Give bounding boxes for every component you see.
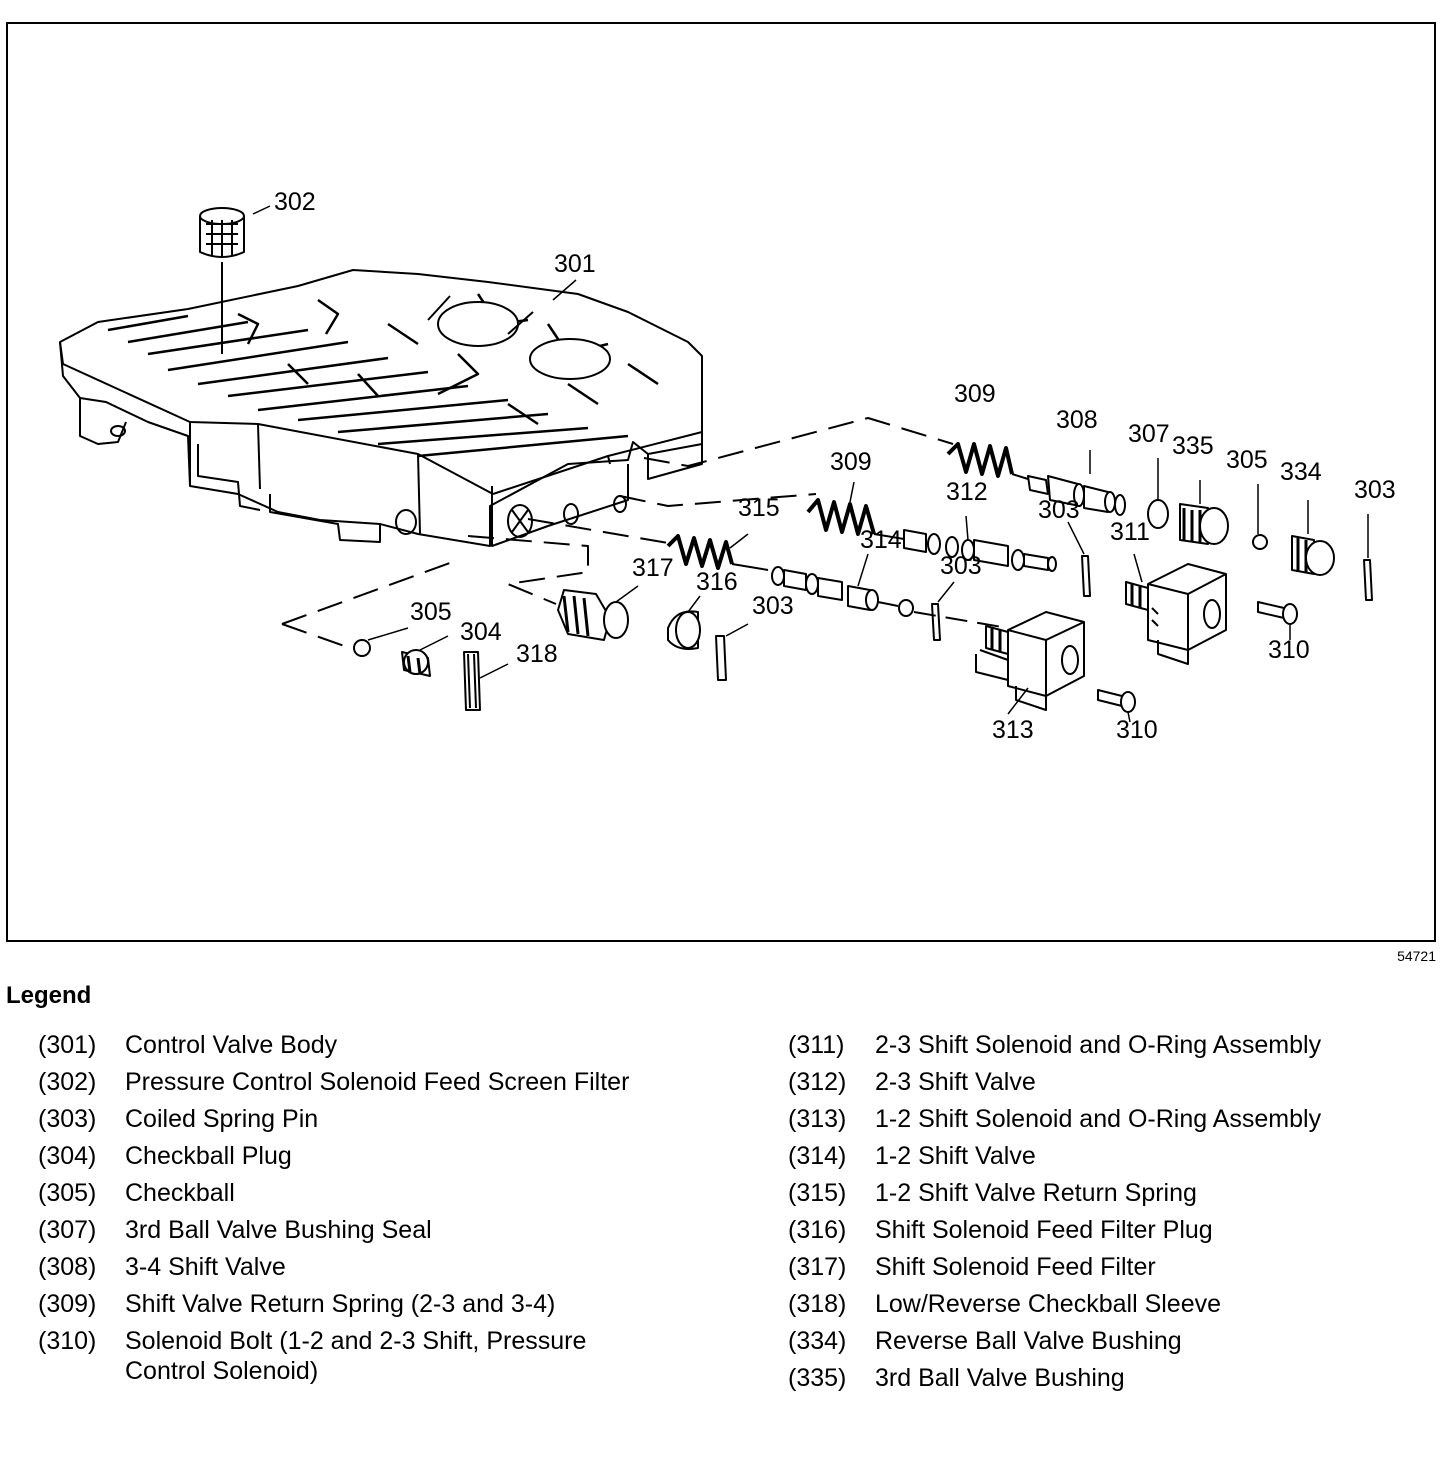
lower-valve-train (666, 534, 1136, 713)
callout-303-middle: 303 (1038, 496, 1080, 524)
callout-318: 318 (516, 640, 558, 668)
legend-item: (307) 3rd Ball Valve Bushing Seal (38, 1215, 718, 1245)
legend-number: (312) (788, 1068, 847, 1096)
legend-description: Checkball Plug (125, 1142, 292, 1170)
legend-number: (308) (38, 1253, 97, 1281)
legend-number: (315) (788, 1179, 847, 1207)
legend-description: 3-4 Shift Valve (125, 1253, 286, 1281)
legend-description: 2-3 Shift Solenoid and O-Ring Assembly (875, 1031, 1322, 1059)
callout-309-upper: 309 (954, 380, 996, 408)
callout-310-lower: 310 (1116, 716, 1158, 744)
legend-description: Shift Solenoid Feed Filter Plug (875, 1216, 1213, 1244)
callout-335: 335 (1172, 432, 1214, 460)
legend-number: (316) (788, 1216, 847, 1244)
legend-description: 1-2 Shift Valve Return Spring (875, 1179, 1197, 1207)
legend-item: (311) 2-3 Shift Solenoid and O-Ring Assem… (788, 1030, 1438, 1060)
legend-number: (314) (788, 1142, 847, 1170)
legend-description: Shift Solenoid Feed Filter (875, 1253, 1156, 1281)
legend-item: (315) 1-2 Shift Valve Return Spring (788, 1178, 1438, 1208)
callout-315: 315 (738, 494, 780, 522)
legend-description: Checkball (125, 1179, 235, 1207)
figure-id: 54721 (1397, 948, 1436, 964)
callout-305-left: 305 (410, 598, 452, 626)
callout-311: 311 (1110, 518, 1150, 546)
upper-valve-train (946, 442, 1373, 601)
legend-item: (309) Shift Valve Return Spring (2-3 and … (38, 1289, 718, 1319)
callout-307: 307 (1128, 420, 1170, 448)
callout-304: 304 (460, 618, 502, 646)
legend-item: (313) 1-2 Shift Solenoid and O-Ring Assem… (788, 1104, 1438, 1134)
legend-item: (317) Shift Solenoid Feed Filter (788, 1252, 1438, 1282)
legend-number: (335) (788, 1364, 847, 1392)
callout-302: 302 (274, 188, 316, 216)
callout-309-middle: 309 (830, 448, 872, 476)
legend-item: (308) 3-4 Shift Valve (38, 1252, 718, 1282)
callout-303-left: 303 (752, 592, 794, 620)
legend-item: (318) Low/Reverse Checkball Sleeve (788, 1289, 1438, 1319)
callout-305-upper: 305 (1226, 446, 1268, 474)
callout-317: 317 (632, 554, 674, 582)
legend-description: 1-2 Shift Solenoid and O-Ring Assembly (875, 1105, 1322, 1133)
legend-number: (305) (38, 1179, 97, 1207)
legend-item: (335) 3rd Ball Valve Bushing (788, 1363, 1438, 1393)
legend-item: (303) Coiled Spring Pin (38, 1104, 718, 1134)
legend-number: (334) (788, 1327, 847, 1355)
legend-item: (314) 1-2 Shift Valve (788, 1141, 1438, 1171)
legend-number: (318) (788, 1290, 847, 1318)
legend-number: (304) (38, 1142, 97, 1170)
legend-description: Shift Valve Return Spring (2-3 and 3-4) (125, 1290, 556, 1318)
legend-number: (301) (38, 1031, 97, 1059)
legend-number: (302) (38, 1068, 97, 1096)
callout-334: 334 (1280, 458, 1322, 486)
legend-title: Legend (6, 982, 92, 1009)
callout-labels: 302 301 309 308 307 335 305 334 303 309 … (274, 188, 1396, 744)
legend-item: (305) Checkball (38, 1178, 718, 1208)
callout-313: 313 (992, 716, 1034, 744)
callout-312: 312 (946, 478, 988, 506)
legend-item: (334) Reverse Ball Valve Bushing (788, 1326, 1438, 1356)
legend-number: (311) (788, 1031, 845, 1059)
legend-number: (309) (38, 1290, 97, 1318)
middle-valve-train (806, 498, 1298, 665)
legend-item: (301) Control Valve Body (38, 1030, 718, 1060)
legend-right-column: (311) 2-3 Shift Solenoid and O-Ring Assem… (788, 1030, 1438, 1400)
legend-description: 3rd Ball Valve Bushing (875, 1364, 1125, 1392)
legend-description: 2-3 Shift Valve (875, 1068, 1036, 1096)
filter-assembly (353, 589, 727, 711)
legend-item: (304) Checkball Plug (38, 1141, 718, 1171)
legend-description: Pressure Control Solenoid Feed Screen Fi… (125, 1068, 630, 1096)
solenoid-313 (975, 611, 1085, 711)
legend-item: (312) 2-3 Shift Valve (788, 1067, 1438, 1097)
callout-314: 314 (860, 526, 902, 554)
legend-description: Low/Reverse Checkball Sleeve (875, 1290, 1222, 1318)
legend-left-column: (301) Control Valve Body (302) Pressure Co… (38, 1030, 718, 1393)
callout-316: 316 (696, 568, 738, 596)
legend-item: (316) Shift Solenoid Feed Filter Plug (788, 1215, 1438, 1245)
legend-number: (303) (38, 1105, 97, 1133)
legend-number: (310) (38, 1327, 97, 1355)
legend-item: (310) Solenoid Bolt (1-2 and 2-3 Shift, P… (38, 1326, 718, 1386)
legend-description: Reverse Ball Valve Bushing (875, 1327, 1182, 1355)
legend-description: Coiled Spring Pin (125, 1105, 319, 1133)
callout-303-lower: 303 (940, 552, 982, 580)
legend-item: (302) Pressure Control Solenoid Feed Scre… (38, 1067, 718, 1097)
callout-leaders (252, 205, 1369, 723)
legend-number: (313) (788, 1105, 847, 1133)
solenoid-311 (1125, 563, 1227, 665)
callout-308: 308 (1056, 406, 1098, 434)
legend-description: Control Valve Body (125, 1031, 338, 1059)
alignment-lines (281, 417, 954, 650)
diagram-drawing: 302 301 309 308 307 335 305 334 303 309 … (59, 188, 1396, 744)
callout-301: 301 (554, 250, 596, 278)
legend-description: 3rd Ball Valve Bushing Seal (125, 1216, 432, 1244)
callout-310-right: 310 (1268, 636, 1310, 664)
control-valve-body (59, 269, 703, 547)
legend-description: Solenoid Bolt (1-2 and 2-3 Shift, Pressu… (125, 1327, 587, 1385)
callout-303-right: 303 (1354, 476, 1396, 504)
feed-screen-filter (199, 207, 245, 354)
legend-number: (307) (38, 1216, 97, 1244)
legend-number: (317) (788, 1253, 847, 1281)
legend-description: 1-2 Shift Valve (875, 1142, 1036, 1170)
exploded-diagram: 302 301 309 308 307 335 305 334 303 309 … (6, 22, 1436, 942)
